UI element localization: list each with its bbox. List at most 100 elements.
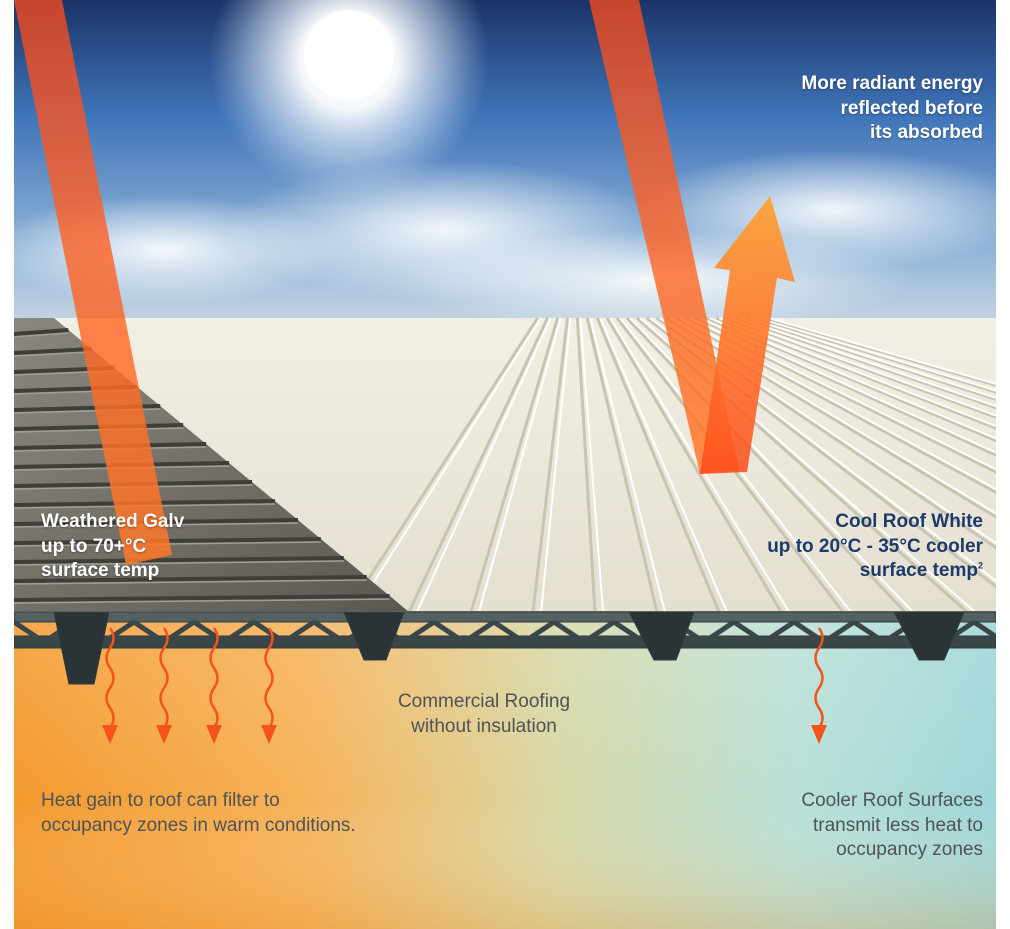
heat-gain-label: Heat gain to roof can filter to occupanc… <box>41 789 481 838</box>
truss-member <box>762 619 796 645</box>
roof-rib-highlight <box>718 317 996 428</box>
truss-member <box>432 619 466 645</box>
cool-line-2: up to 20°C - 35°C cooler <box>767 535 983 557</box>
heat-arrowhead <box>156 725 172 744</box>
heat-gain-line-1: Heat gain to roof can filter to <box>41 790 280 811</box>
heat-gain-line-2: occupancy zones in warm conditions. <box>41 814 356 836</box>
reflected-radiation-arrow <box>700 196 795 474</box>
truss-member <box>462 619 496 645</box>
cool-line-3: surface temp2 <box>663 559 983 584</box>
roof-rib <box>695 316 996 457</box>
truss-member <box>192 619 226 645</box>
reflected-energy-label: More radiant energy reflected before its… <box>683 72 983 146</box>
reflected-line-2: reflected before <box>840 97 983 119</box>
incoming-radiation-arrow-right <box>589 0 739 474</box>
steel-truss <box>14 611 996 685</box>
heat-arrowhead <box>811 725 827 744</box>
heat-wave-line <box>209 627 219 729</box>
occupancy-zone-shade <box>14 610 996 929</box>
roof-rib <box>755 316 996 394</box>
roof-rib <box>715 316 996 430</box>
commercial-line-1: Commercial Roofing <box>397 691 571 712</box>
truss-member <box>402 619 436 645</box>
galv-rib <box>14 423 184 431</box>
roof-rib-highlight <box>768 317 996 386</box>
galv-rib <box>14 575 367 583</box>
galv-rib-highlight <box>14 598 390 604</box>
roof-rib <box>605 317 783 613</box>
roof-rib-highlight <box>738 317 996 408</box>
roof-rib <box>585 317 659 613</box>
truss-member <box>132 619 166 645</box>
roof-rib <box>745 316 996 401</box>
heat-wave-line <box>264 627 274 729</box>
truss-member <box>222 619 256 645</box>
truss-member <box>792 619 826 645</box>
truss-member <box>522 619 556 645</box>
reflected-line-3: its absorbed <box>870 122 983 144</box>
galv-rib <box>14 556 344 564</box>
heat-wave-line <box>814 627 824 729</box>
roof-rib-highlight <box>354 317 542 613</box>
galv-rib <box>14 347 92 355</box>
truss-member <box>732 619 766 645</box>
truss-member <box>14 619 46 645</box>
commercial-roofing-label: Commercial Roofing without insulation <box>354 690 614 739</box>
truss-member <box>972 619 996 640</box>
roof-rib-highlight <box>748 317 996 400</box>
cooler-line-1: Cooler Roof Surfaces <box>801 790 983 811</box>
roof-rib <box>531 317 569 613</box>
cooler-line-3: occupancy zones <box>836 839 983 861</box>
cool-line-1: Cool Roof White <box>835 511 983 532</box>
truss-member <box>312 619 346 645</box>
commercial-line-2: without insulation <box>411 715 557 737</box>
roof-rib-highlight <box>579 317 604 613</box>
galv-rib-highlight <box>14 579 367 585</box>
roof-rib <box>685 316 996 474</box>
truss-member <box>282 619 316 645</box>
roof-rib <box>735 316 996 410</box>
roof-rib-highlight <box>708 317 996 440</box>
truss-member <box>492 619 526 645</box>
roof-rib-highlight <box>416 317 552 613</box>
roof-rib-highlight <box>478 317 562 613</box>
cool-roof-label: Cool Roof White up to 20°C - 35°C cooler… <box>663 510 983 584</box>
galv-line-2: up to 70+°C <box>41 535 147 557</box>
truss-member <box>852 619 886 645</box>
roof-rib <box>407 317 549 613</box>
roof-heat-diagram: More radiant energy reflected before its… <box>14 0 996 929</box>
roof-rib-highlight <box>540 317 572 613</box>
heat-arrowhead <box>102 725 118 744</box>
roof-rib-highlight <box>758 317 996 392</box>
galv-rib <box>14 594 390 602</box>
roof-rib <box>705 316 996 443</box>
roof-rib <box>625 316 907 614</box>
cool-line-3-text: surface temp <box>859 560 978 582</box>
roof-rib-highlight <box>728 317 996 417</box>
roof-rib <box>345 317 539 613</box>
roof-rib <box>469 317 559 613</box>
footnote-marker: 2 <box>977 561 983 572</box>
truss-member <box>582 619 616 645</box>
galv-line-1: Weathered Galv <box>41 511 185 532</box>
roof-rib <box>575 317 597 613</box>
roof-rib-highlight <box>698 317 996 454</box>
truss-member <box>552 619 586 645</box>
roof-rib-highlight <box>599 317 728 613</box>
heat-transfer-arrows <box>102 627 827 744</box>
roof-rib <box>725 316 996 419</box>
cooler-surfaces-label: Cooler Roof Surfaces transmit less heat … <box>683 789 983 863</box>
roof-rib <box>675 316 996 495</box>
truss-member <box>822 619 856 645</box>
galv-rib <box>14 328 69 336</box>
reflected-line-1: More radiant energy <box>801 73 983 94</box>
roof-rib-highlight <box>589 317 666 613</box>
diagram-illustration <box>14 0 996 929</box>
cooler-line-2: transmit less heat to <box>812 814 983 836</box>
heat-wave-line <box>105 627 115 729</box>
roof-rib <box>595 317 721 613</box>
galv-rib-highlight <box>14 427 184 433</box>
truss-member <box>702 619 736 645</box>
galv-line-3: surface temp <box>41 560 160 582</box>
roof-rib <box>765 316 996 387</box>
